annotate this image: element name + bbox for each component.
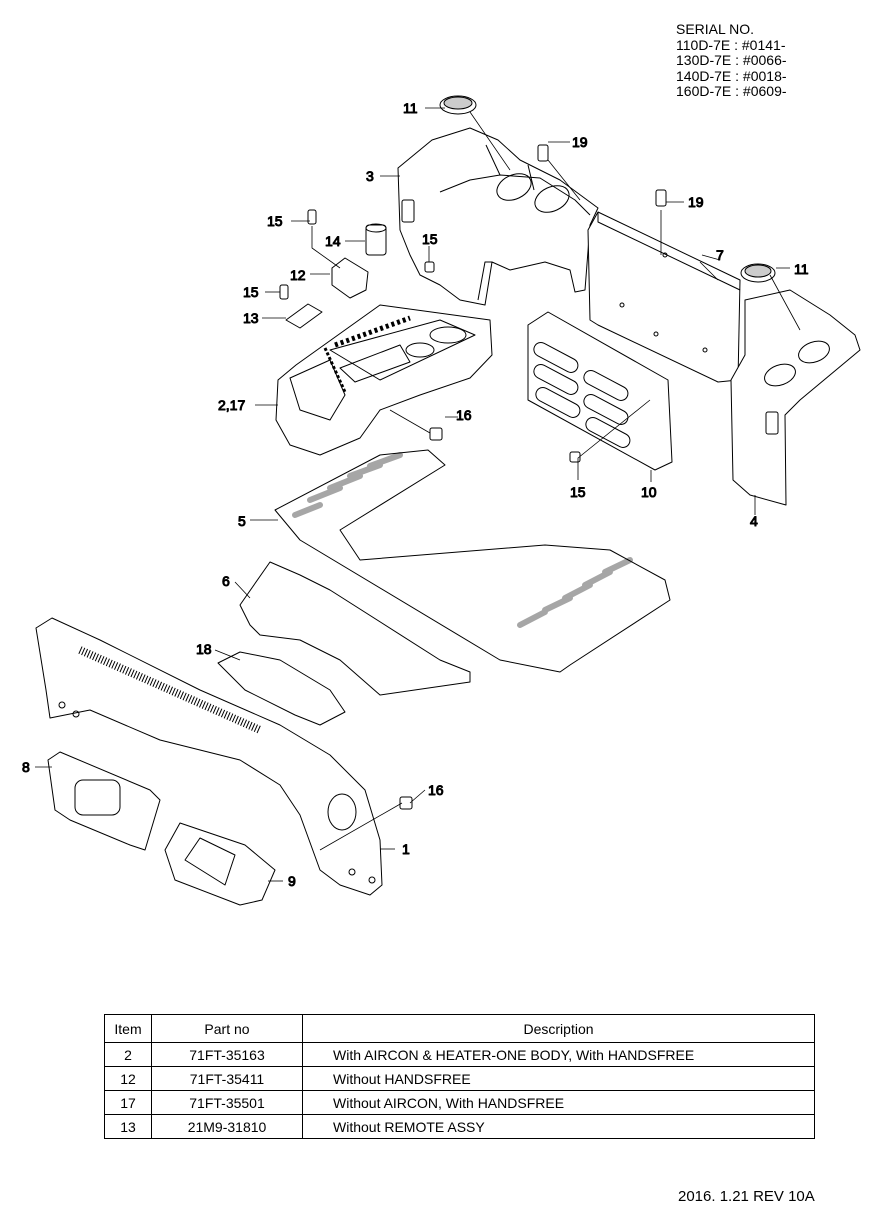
header-part-no: Part no	[151, 1014, 303, 1043]
callout-12: 12	[290, 267, 306, 283]
part-2-17-console	[275, 304, 493, 456]
serial-line: 140D-7E : #0018-	[676, 67, 787, 84]
callout-15: 15	[243, 284, 259, 300]
callout-10: 10	[641, 484, 657, 500]
part-8-bracket	[47, 751, 161, 851]
callout-3: 3	[366, 168, 374, 184]
table-row: 13 21M9-31810 Without REMOTE ASSY	[104, 1114, 815, 1139]
callout-16: 16	[456, 407, 472, 423]
table-header-row: Item Part no Description	[104, 1014, 815, 1043]
cell-description: Without HANDSFREE	[302, 1066, 815, 1091]
callout-15: 15	[570, 484, 586, 500]
part-4-side-duct	[730, 289, 861, 506]
header-item: Item	[104, 1014, 152, 1043]
callout-11: 11	[794, 261, 809, 277]
callout-5: 5	[238, 513, 246, 529]
leader-lines	[35, 107, 801, 882]
cell-item: 13	[104, 1114, 152, 1139]
callout-2-17: 2,17	[218, 397, 245, 413]
cell-item: 2	[104, 1042, 152, 1067]
callout-6: 6	[222, 573, 230, 589]
callout-13: 13	[243, 310, 259, 326]
part-18-insulation	[217, 651, 346, 726]
header-description: Description	[302, 1014, 815, 1043]
serial-line: 110D-7E : #0141-	[676, 36, 786, 53]
cell-description: With AIRCON & HEATER-ONE BODY, With HAND…	[302, 1042, 815, 1067]
table-row: 17 71FT-35501 Without AIRCON, With HANDS…	[104, 1090, 815, 1115]
part-13-plate	[285, 303, 323, 329]
cell-part-no: 21M9-31810	[151, 1114, 303, 1139]
callout-14: 14	[325, 233, 341, 249]
serial-line: 160D-7E : #0609-	[676, 83, 787, 99]
part-5-floor-mat	[274, 449, 671, 673]
cell-item: 12	[104, 1066, 152, 1091]
part-11-grommet	[439, 95, 776, 283]
part-10-duct-panel	[527, 311, 673, 471]
callout-19: 19	[688, 194, 704, 210]
callout-15: 15	[422, 231, 438, 247]
callout-9: 9	[288, 873, 296, 889]
callout-18: 18	[196, 641, 212, 657]
callout-1: 1	[402, 841, 410, 857]
table-row: 2 71FT-35163 With AIRCON & HEATER-ONE BO…	[104, 1042, 815, 1067]
cell-part-no: 71FT-35501	[151, 1090, 303, 1115]
part-7-panel	[587, 211, 741, 383]
callout-19: 19	[572, 134, 588, 150]
part-1-front-panel	[35, 617, 383, 896]
serial-number-block: SERIAL NO. 110D-7E : #0141- 130D-7E : #0…	[676, 21, 787, 100]
callout-11: 11	[403, 100, 418, 116]
callout-15: 15	[267, 213, 283, 229]
callout-4: 4	[750, 513, 758, 529]
callout-7: 7	[716, 247, 724, 263]
part-14-socket	[365, 223, 387, 256]
exploded-parts-diagram: 11 19 3 19 15 14 15 7 11 12 15 13 2,17 1…	[22, 95, 861, 906]
part-6-floor-plate	[239, 561, 471, 696]
cell-part-no: 71FT-35163	[151, 1042, 303, 1067]
cell-description: Without AIRCON, With HANDSFREE	[302, 1090, 815, 1115]
serial-line: 130D-7E : #0066-	[676, 52, 787, 68]
part-9-vent	[164, 822, 276, 906]
revision-footer: 2016. 1.21 REV 10A	[678, 1188, 815, 1205]
callout-16: 16	[428, 782, 444, 798]
part-12-holder	[331, 257, 369, 299]
part-3-duct-cover	[397, 127, 599, 306]
cell-part-no: 71FT-35411	[151, 1066, 303, 1091]
callout-8: 8	[22, 759, 30, 775]
table-row: 12 71FT-35411 Without HANDSFREE	[104, 1066, 815, 1091]
parts-table: Item Part no Description 2 71FT-35163 Wi…	[104, 1014, 815, 1139]
fasteners	[279, 144, 667, 810]
cell-description: Without REMOTE ASSY	[302, 1114, 815, 1139]
serial-title: SERIAL NO.	[676, 21, 755, 37]
cell-item: 17	[104, 1090, 152, 1115]
